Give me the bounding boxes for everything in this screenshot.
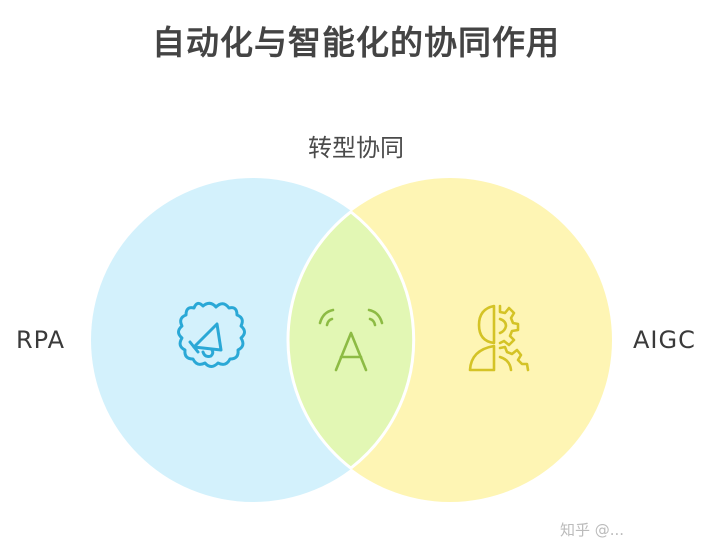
diagram-title: 自动化与智能化的协同作用 — [152, 23, 560, 62]
set-label-aigc: AIGC — [633, 326, 696, 354]
set-label-rpa: RPA — [16, 326, 66, 354]
intersection-region — [288, 178, 415, 502]
letter-a-broadcast-icon — [318, 308, 384, 372]
watermark: 知乎 @... — [560, 521, 625, 539]
head-gear-icon — [468, 304, 530, 372]
intersection-label: 转型协同 — [308, 134, 404, 162]
gear-megaphone-icon — [177, 301, 246, 368]
